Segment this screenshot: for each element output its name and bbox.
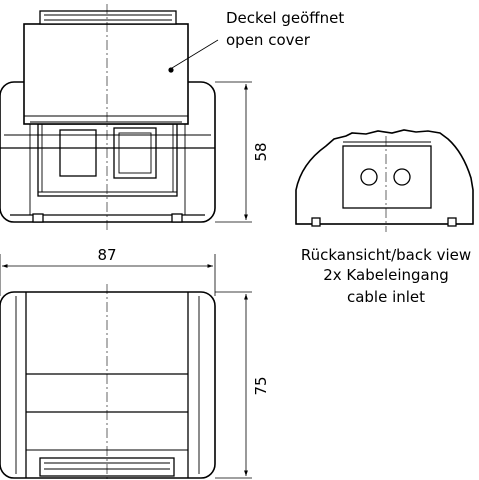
back-inlet-panel <box>342 145 432 209</box>
cable-inlet-left-icon <box>360 168 378 186</box>
back-view-label-3: cable inlet <box>347 288 425 306</box>
socket-left <box>59 129 97 177</box>
dimension-height-bottom <box>215 291 252 479</box>
back-view-label-1: Rückansicht/back view <box>301 246 471 264</box>
back-housing-outline <box>295 129 474 225</box>
dimension-height-bottom-value: 75 <box>252 376 270 395</box>
socket-right-inner <box>118 132 152 174</box>
back-view-label-2: 2x Kabeleingang <box>323 266 449 284</box>
cover-label-de: Deckel geöffnet <box>226 9 344 27</box>
cover-tab <box>39 10 177 25</box>
cable-inlet-right-icon <box>393 168 411 186</box>
back-view <box>295 129 474 232</box>
top-view <box>0 284 216 480</box>
socket-right-outer <box>113 127 157 179</box>
cover-label-en: open cover <box>226 31 311 49</box>
dimension-height-top <box>215 81 252 223</box>
open-cover <box>23 23 189 125</box>
dimension-width-value: 87 <box>97 246 116 264</box>
top-housing <box>0 291 216 479</box>
dimension-height-top-value: 58 <box>252 142 270 161</box>
front-view-open-cover <box>0 4 219 232</box>
dimension-width <box>0 254 216 296</box>
